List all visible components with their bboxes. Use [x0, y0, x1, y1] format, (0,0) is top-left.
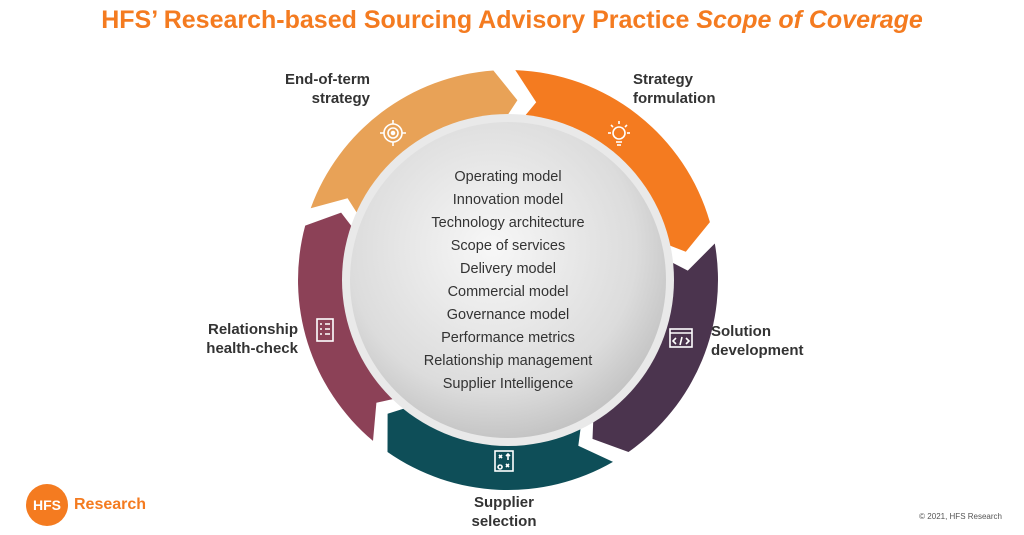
coverage-item: Governance model: [446, 307, 570, 323]
lightbulb-icon: [608, 121, 630, 146]
title-italic: Scope of Coverage: [696, 6, 923, 34]
strategy-board-icon: [494, 450, 514, 472]
hfs-logo-text: Research: [74, 496, 147, 513]
target-icon: [380, 120, 406, 146]
coverage-item: Scope of services: [450, 238, 566, 254]
coverage-item: Delivery model: [460, 261, 556, 277]
hfs-logo-mark: HFS: [26, 484, 68, 526]
coverage-item: Performance metrics: [441, 330, 575, 346]
center-disk: [350, 122, 666, 438]
coverage-item: Technology architecture: [431, 215, 585, 231]
coverage-item: Operating model: [454, 169, 562, 185]
coverage-item: Supplier Intelligence: [442, 376, 574, 392]
coverage-list: Operating model Innovation model Technol…: [378, 166, 638, 396]
coverage-item: Innovation model: [452, 192, 564, 208]
page-title: HFS’ Research-based Sourcing Advisory Pr…: [0, 6, 1024, 35]
title-text: HFS’ Research-based Sourcing Advisory Pr…: [101, 6, 697, 34]
checklist-icon: [316, 318, 334, 342]
coverage-item: Commercial model: [447, 284, 569, 300]
coverage-item: Relationship management: [423, 353, 593, 369]
copyright: © 2021, HFS Research: [919, 512, 1002, 521]
code-window-icon: [669, 328, 693, 348]
